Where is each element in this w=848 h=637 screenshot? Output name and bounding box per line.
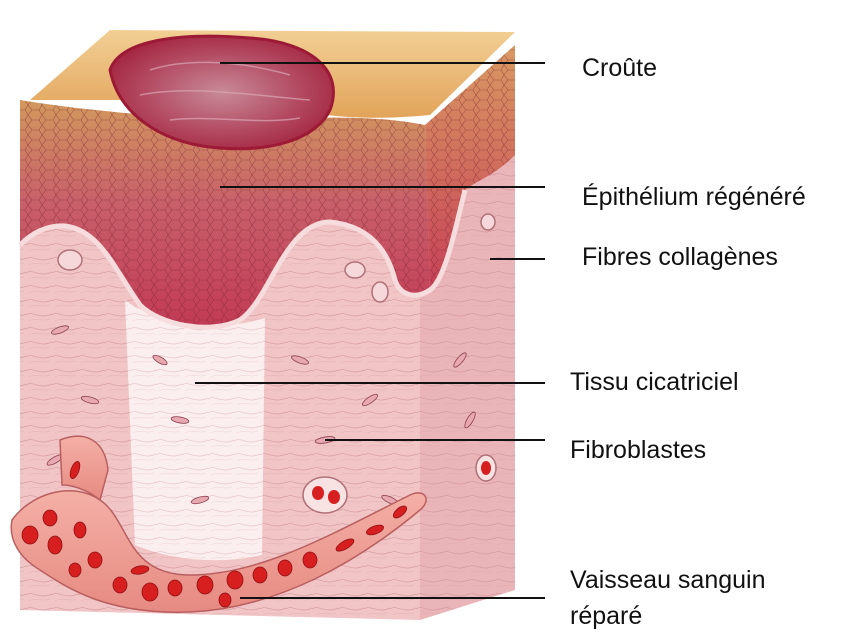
label-tissu: Tissu cicatriciel: [570, 366, 739, 399]
label-vaisseau-line1: Vaisseau sanguin: [570, 564, 766, 597]
label-vaisseau-line2: réparé: [570, 600, 642, 633]
label-fibroblastes: Fibroblastes: [570, 434, 706, 467]
label-fibres: Fibres collagènes: [582, 241, 778, 274]
label-epithelium: Épithélium régénéré: [582, 181, 806, 214]
label-croute: Croûte: [582, 52, 657, 85]
